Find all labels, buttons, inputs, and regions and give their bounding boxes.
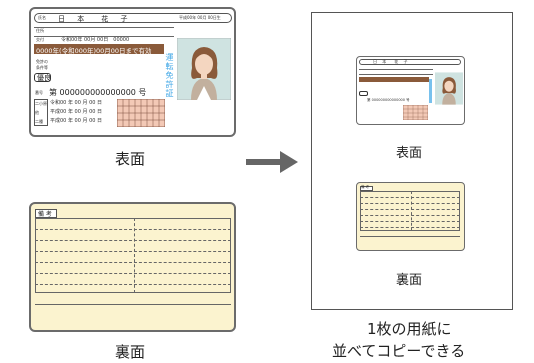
history-date-2: 平成00 年 00 月 00 日 [50,109,103,115]
sheet-class-grid [403,105,428,120]
conditions-tag-2: 条件等 [36,65,48,70]
special-badge-label: 優良 [37,74,51,82]
license-type-vertical: 運転免許証 [165,53,174,98]
license-back-card: 備 考 [29,202,236,332]
address-tag: 住所 [36,28,44,33]
back-caption: 裏面 [115,343,146,361]
sheet-remarks-tag: 備 考 [361,185,370,189]
name-row [34,13,232,23]
history-tag-3: 二種 [35,119,43,124]
history-tag-2: 他 [35,110,39,115]
copy-caption-line-1: 1枚の用紙に [367,320,452,338]
history-date-3: 平成00 年 00 月 00 日 [50,118,103,124]
sheet-front-card: 日 本 花 子 第 000000000000000 号 [356,56,465,125]
birth-date: 平成00年 00月 00日生 [179,15,221,20]
history-date-1: 令和00 年 00 月 00 日 [50,100,103,106]
sheet-back-card: 備 考 [356,182,465,251]
right-arrow-icon [246,151,298,173]
sheet-photo-portrait [435,72,463,105]
history-tag-1: 二小原 [35,101,47,106]
expiry-band [34,44,164,54]
sheet-vertical-title [429,79,432,103]
front-caption: 表面 [115,150,146,168]
license-class-grid [117,99,165,127]
issue-tag: 交付 [36,37,44,42]
remarks-tag-box [35,209,57,218]
copy-paper-sheet: 日 本 花 子 第 000000000000000 号 表面 備 考 [311,12,513,310]
sheet-front-caption: 表面 [396,146,423,161]
expiry-text: 0000年(令和000年)00月00日まで有効 [36,47,152,55]
sheet-front-name: 日 本 花 子 [373,59,410,64]
sheet-back-caption: 裏面 [396,273,423,288]
remarks-area [35,218,231,293]
license-front-card: 氏名 日 本 花 子 平成00年 00月 00日生 住所 交付 令和00年 00… [29,7,236,137]
remarks-tag: 備 考 [38,211,52,218]
license-number: 第 000000000000000 号 [49,88,147,97]
special-badge [34,73,51,82]
history-box [34,99,48,126]
sheet-front-number: 第 000000000000000 号 [367,98,410,102]
name-tag: 氏名 [38,15,46,20]
photo-portrait [177,38,231,100]
holder-name: 日 本 花 子 [58,15,133,23]
issue-date: 令和00年 00月 00日 00000 [61,37,130,43]
number-tag: 番号 [35,90,43,95]
copy-caption-line-2: 並べてコピーできる [332,342,466,360]
conditions-tag-1: 免許の [36,59,48,64]
sheet-expiry-band [359,77,429,82]
sheet-special-badge [359,91,368,96]
